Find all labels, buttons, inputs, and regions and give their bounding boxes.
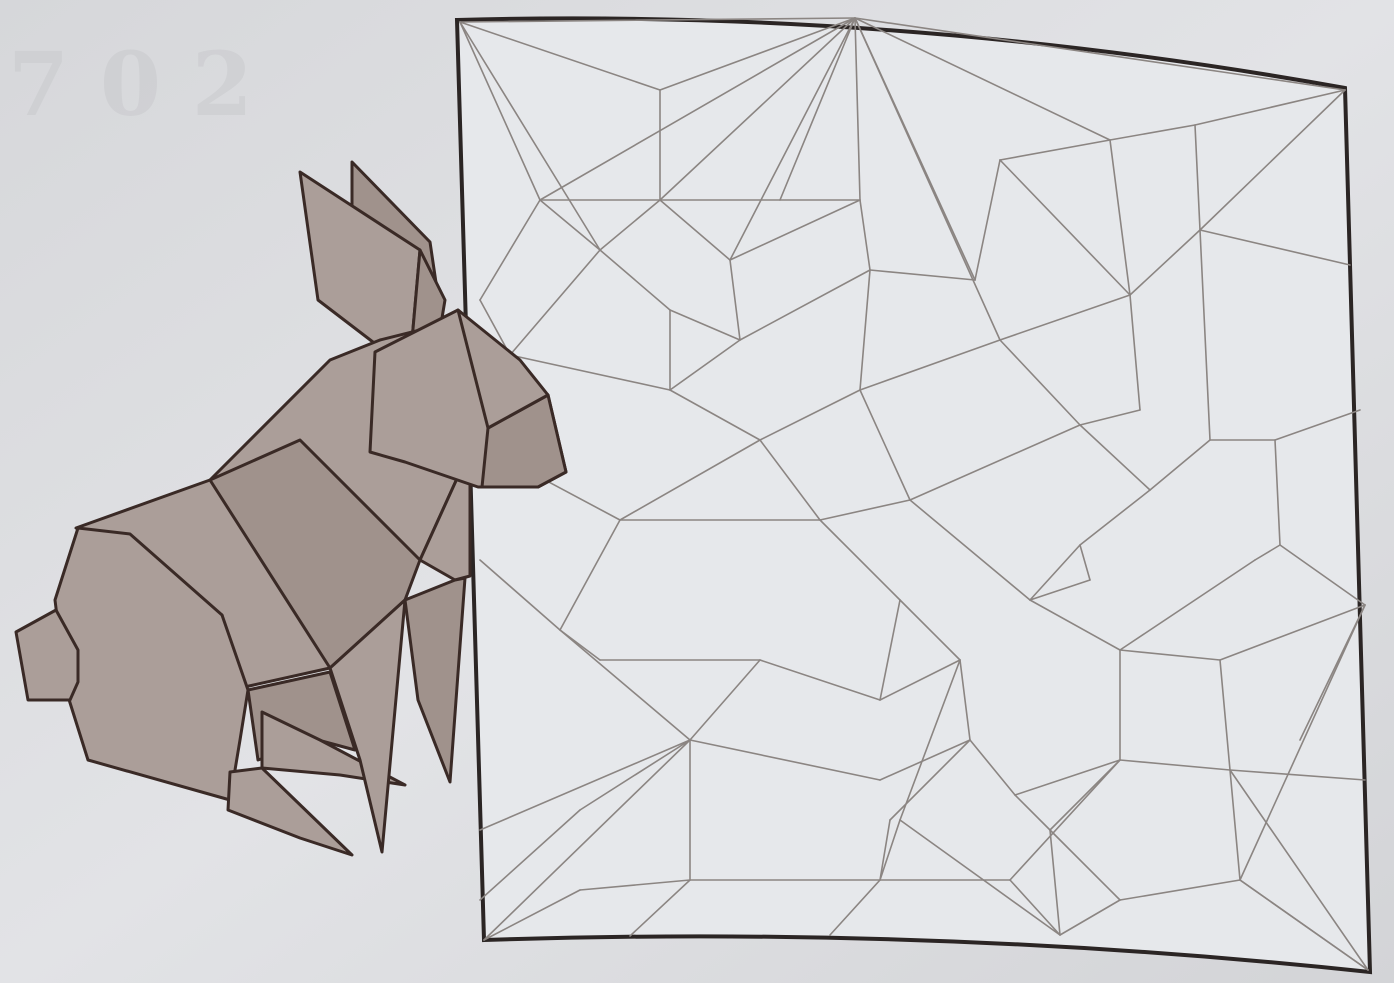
crease-pattern — [457, 18, 1370, 972]
bleed-through-text: 7 0 2 — [8, 32, 253, 136]
